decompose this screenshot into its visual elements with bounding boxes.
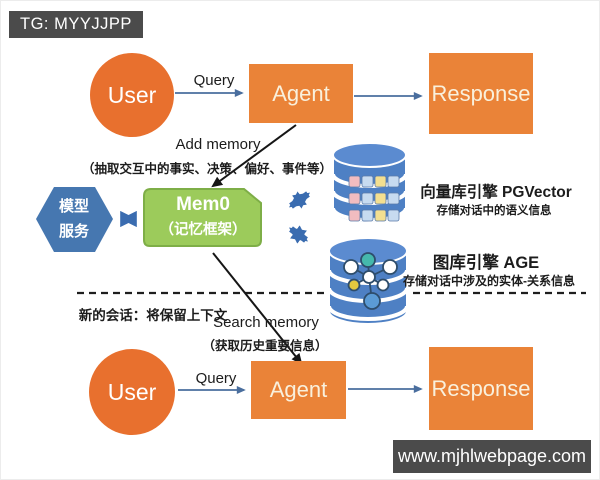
user-node-top: User bbox=[90, 53, 174, 137]
agent-label-top: Agent bbox=[272, 80, 330, 106]
add-memory-arrow bbox=[211, 124, 297, 188]
query-label-top: Query bbox=[193, 72, 235, 89]
graph-network-icon bbox=[343, 252, 398, 310]
database-cylinder-icon bbox=[331, 142, 408, 224]
graph-db-subtitle: 存储对话中涉及的实体-关系信息 bbox=[403, 274, 575, 288]
graph-db-title: 图库引擎 AGE bbox=[432, 254, 540, 272]
mem0-title: Mem0 bbox=[176, 194, 230, 215]
vector-db-subtitle: 存储对话中的语义信息 bbox=[436, 205, 552, 217]
agent-node-top: Agent bbox=[249, 64, 353, 123]
user-label-bottom: User bbox=[107, 378, 157, 405]
add-memory-label: Add memory bbox=[175, 136, 261, 153]
response-label-bottom: Response bbox=[431, 375, 531, 401]
mem0-vectordb-double-arrow-icon bbox=[289, 191, 310, 209]
agent-label-bottom: Agent bbox=[269, 377, 328, 402]
response-node-bottom: Response bbox=[429, 347, 533, 430]
query-label-bottom: Query bbox=[195, 370, 237, 387]
response-label-top: Response bbox=[431, 80, 531, 106]
search-memory-arrow bbox=[212, 252, 303, 365]
new-session-note: 新的会话：将保留上下文 bbox=[78, 308, 228, 323]
site-watermark-text: www.mjhlwebpage.com bbox=[397, 446, 587, 466]
mem0-box bbox=[143, 188, 262, 247]
site-watermark-bar: www.mjhlwebpage.com bbox=[393, 440, 591, 473]
mem0-subtitle: （记忆框架） bbox=[159, 222, 247, 238]
tg-watermark-text: TG: MYYJJPP bbox=[20, 15, 132, 33]
vector-db-title: 向量库引擎 PGVector bbox=[420, 184, 572, 201]
hexagon-icon bbox=[36, 187, 113, 252]
user-node-bottom: User bbox=[89, 349, 175, 435]
add-memory-note: （抽取交互中的事实、决策、偏好、事件等） bbox=[81, 162, 333, 176]
agent-node-bottom: Agent bbox=[251, 361, 346, 419]
response-node-top: Response bbox=[429, 53, 533, 134]
user-label-top: User bbox=[107, 81, 157, 108]
search-memory-note: （获取历史重要信息） bbox=[202, 339, 328, 353]
mem0-graphdb-double-arrow-icon bbox=[289, 225, 308, 244]
model-service-label-line2: 服务 bbox=[58, 223, 90, 240]
vector-cells-icon bbox=[348, 175, 400, 222]
search-memory-label: Search memory bbox=[213, 314, 319, 331]
tg-watermark-badge: TG: MYYJJPP bbox=[9, 11, 143, 38]
model-service-label-line1: 模型 bbox=[58, 198, 90, 215]
database-graph-icon bbox=[327, 237, 409, 325]
